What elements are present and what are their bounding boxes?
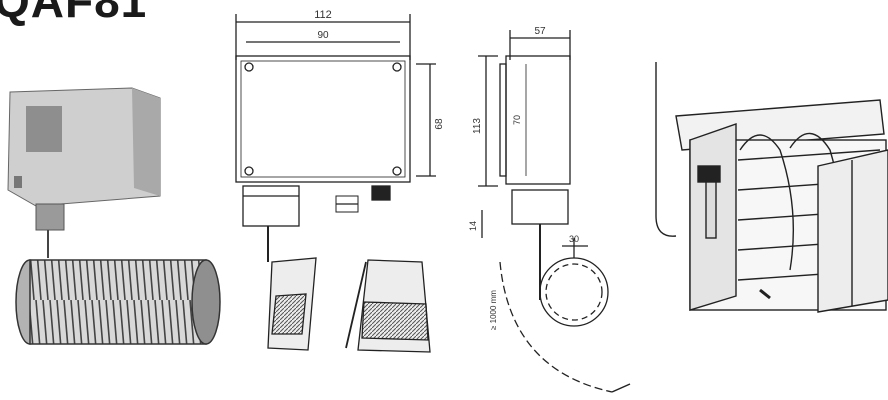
dim-cable: 14: [468, 221, 478, 231]
dim-pipe: 30: [569, 234, 579, 244]
dimension-labels: 112 90 68 57 113 70 30 14 ≥ 1000 mm: [314, 9, 579, 330]
cable-gland: [35, 203, 65, 231]
dim-overall-width: 112: [314, 9, 332, 21]
product-heading: QAF81: [0, 0, 148, 27]
dim-depth: 57: [534, 26, 546, 37]
capillary-length-label: ≥ 1000 mm: [489, 290, 498, 330]
dim-inner-width: 90: [317, 30, 329, 41]
side-view-drawing: [478, 30, 631, 393]
capillary-coil: [29, 259, 207, 345]
dim-height: 68: [434, 118, 445, 130]
product-photo: [7, 87, 221, 345]
installation-drawing: [655, 62, 888, 313]
dim-side-inner: 70: [512, 115, 522, 125]
front-view-drawing: [235, 14, 436, 353]
dim-side-height: 113: [472, 118, 483, 134]
product-label: [26, 106, 62, 152]
